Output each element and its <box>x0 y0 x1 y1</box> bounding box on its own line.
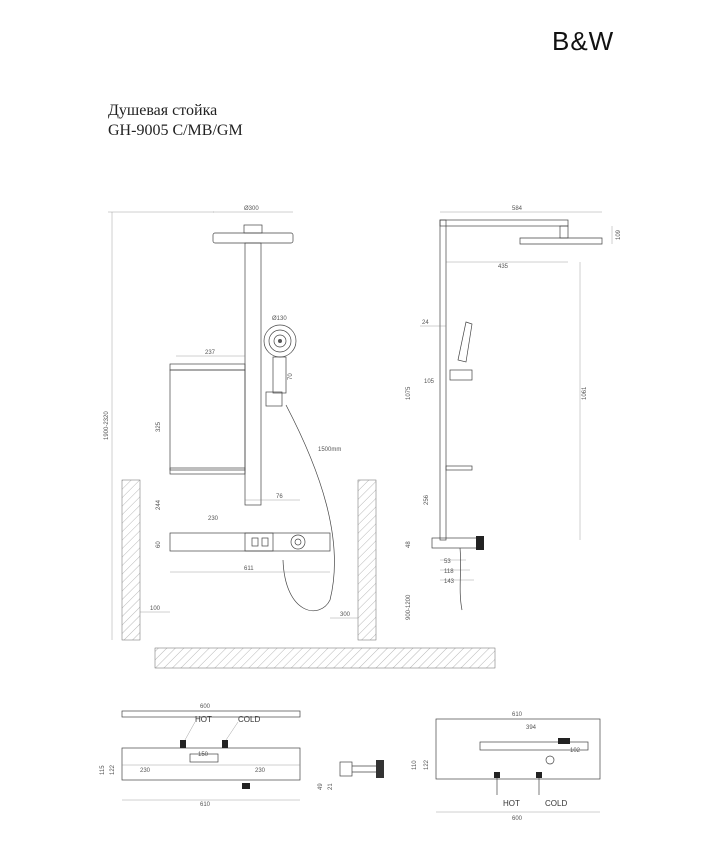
dim-tall: 1061 <box>582 386 588 400</box>
brand-logo: B&W <box>552 26 615 56</box>
bottom-left-view: 600 230 230 150 115 122 610 HOT COLD <box>100 704 301 808</box>
dim-hand-diameter: Ø130 <box>272 316 287 322</box>
dim-holder: 70 <box>288 373 294 380</box>
dim-shelf-width: 237 <box>205 350 216 356</box>
dim-bl-width: 600 <box>200 704 211 710</box>
product-model: GH-9005 C/MB/GM <box>108 122 243 139</box>
bottom-right-view: 610 394 102 110 122 HOT COLD 600 <box>412 712 601 822</box>
product-type: Душевая стойка <box>108 102 218 119</box>
hot-label-left: HOT <box>195 715 212 724</box>
front-view: Ø300 Ø130 70 1500mm 237 325 244 76 <box>104 206 377 641</box>
dim-hose: 1500mm <box>318 447 341 453</box>
cold-label-left: COLD <box>238 715 260 724</box>
dim-panel-height: 325 <box>156 421 162 432</box>
dim-br-bottom: 600 <box>512 816 523 822</box>
dim-holder-depth: 105 <box>424 379 435 385</box>
dim-d1: 53 <box>444 559 451 565</box>
dim-bl-h2: 122 <box>110 764 116 775</box>
hot-label-right: HOT <box>503 799 520 808</box>
dim-br-h1: 110 <box>412 760 418 770</box>
dim-bl-center: 150 <box>198 752 209 758</box>
dim-d3: 143 <box>444 579 455 585</box>
dim-mount-range: 900-1200 <box>406 594 412 620</box>
cold-label-right: COLD <box>545 799 567 808</box>
dim-br-width: 610 <box>512 712 523 718</box>
dim-bm-1: 49 <box>318 783 324 790</box>
product-title: Душевая стойка GH-9005 C/MB/GM <box>108 101 243 141</box>
dim-height-range: 1900-2320 <box>104 411 110 440</box>
dim-bl-left: 230 <box>140 768 151 774</box>
dim-arm-reach: 435 <box>498 264 509 270</box>
dim-front-width: 611 <box>244 566 254 572</box>
dim-mixer-thick: 48 <box>406 541 412 548</box>
dim-lower-side: 256 <box>424 494 430 505</box>
dim-head-height: 109 <box>616 229 622 240</box>
dim-bl-bottom: 610 <box>200 802 211 808</box>
dim-br-h2: 122 <box>424 759 430 770</box>
dim-side-width: 584 <box>512 206 523 212</box>
dim-shelf-gap: 230 <box>208 516 219 522</box>
dim-right-gap: 300 <box>340 612 351 618</box>
dim-lower: 244 <box>156 499 162 510</box>
dim-mid-height: 1075 <box>406 386 412 400</box>
dim-left-gap: 100 <box>150 606 161 612</box>
dim-br-inner: 394 <box>526 725 537 731</box>
side-view: 584 109 435 1061 24 105 1075 256 48 53 1… <box>406 206 622 620</box>
floor-hatch <box>154 647 496 669</box>
dim-offset: 76 <box>276 494 283 500</box>
dim-panel-thick: 60 <box>156 541 162 548</box>
dim-br-small: 102 <box>570 748 581 754</box>
dim-bm-2: 21 <box>328 783 334 790</box>
dim-gap-small: 24 <box>422 320 429 326</box>
dim-d2: 118 <box>444 569 454 575</box>
dim-bl-h1: 115 <box>100 765 106 775</box>
dim-bl-right: 230 <box>255 768 266 774</box>
bottom-middle-view: 49 21 <box>318 760 384 790</box>
dim-head-diameter: Ø300 <box>244 206 259 212</box>
